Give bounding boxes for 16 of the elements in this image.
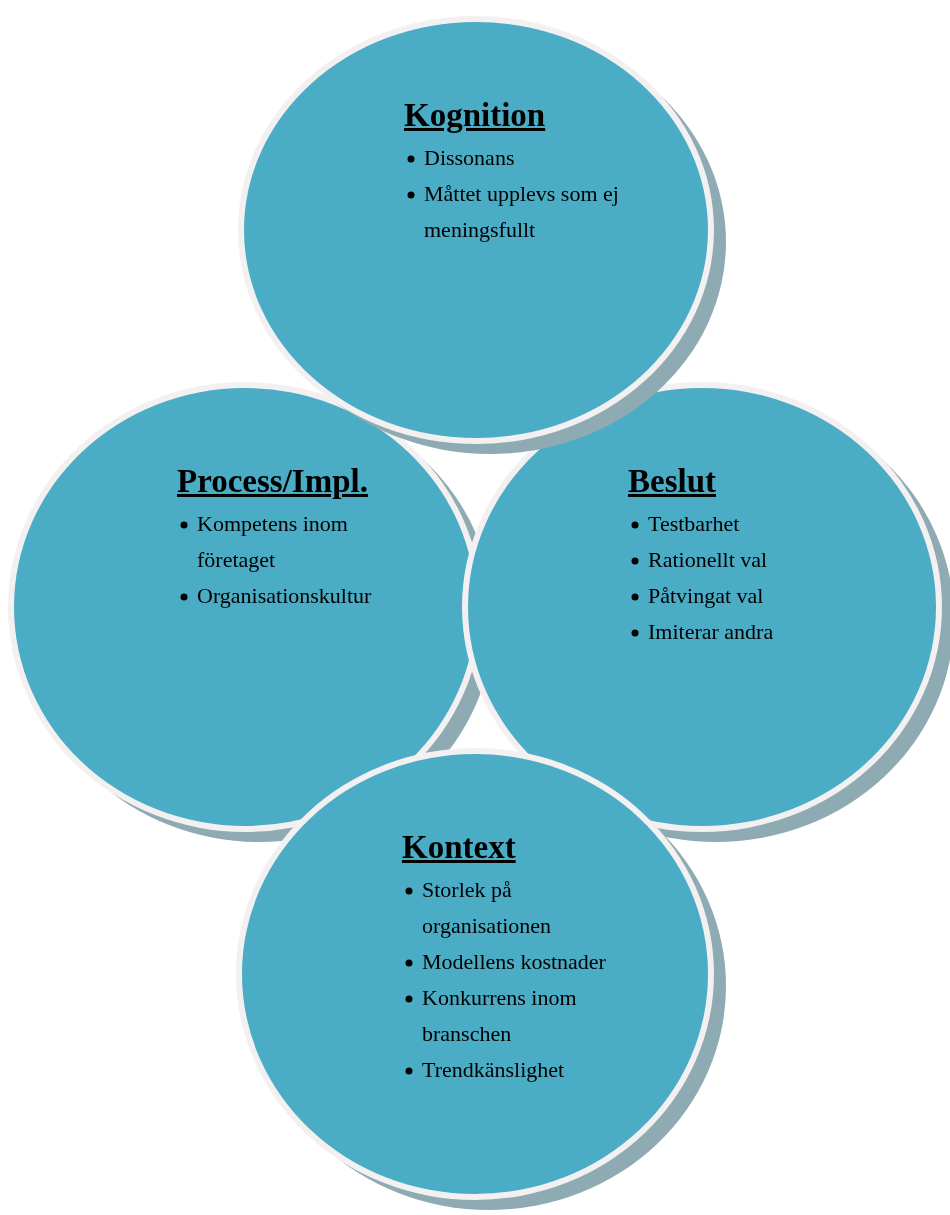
- list-item-text: Rationellt val: [648, 547, 768, 572]
- list-item-text: Modellens kostnader: [422, 949, 606, 974]
- list-item-text: Organisationskultur: [197, 583, 372, 608]
- list-item-text: Testbarhet: [648, 511, 740, 536]
- heading: Process/Impl.: [177, 463, 368, 500]
- heading: Kognition: [404, 97, 546, 134]
- heading: Beslut: [628, 463, 716, 500]
- list-item-text: Dissonans: [424, 145, 515, 170]
- list-item-text: Måttet upplevs som ej meningsfullt: [424, 181, 619, 242]
- list-item-text: Storlek på organisationen: [422, 877, 552, 938]
- list-item-text: Trendkänslighet: [422, 1057, 565, 1082]
- list-item-text: Kompetens inom företaget: [197, 511, 348, 572]
- list-item-text: Imiterar andra: [648, 619, 774, 644]
- list-item-text: Påtvingat val: [648, 583, 764, 608]
- heading: Kontext: [402, 829, 516, 866]
- list-item-text: Konkurrens inom branschen: [422, 985, 577, 1046]
